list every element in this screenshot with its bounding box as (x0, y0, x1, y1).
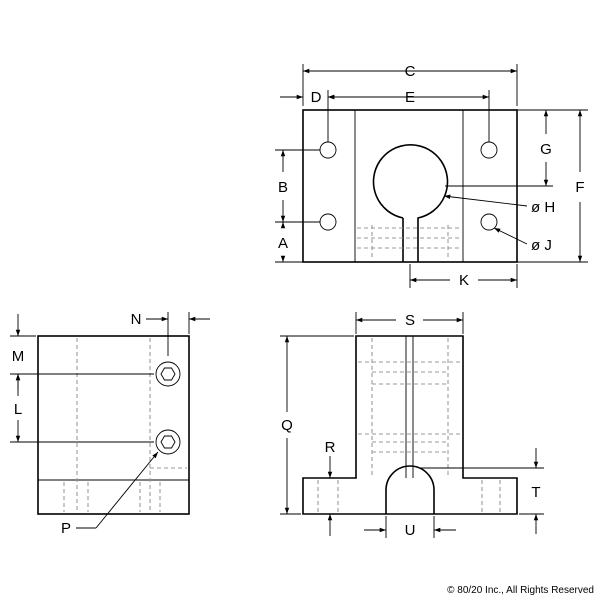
front-view (302, 335, 518, 515)
dimension-e (328, 90, 490, 142)
dimension-k (409, 264, 518, 288)
copyright-notice: © 80/20 Inc., All Rights Reserved (447, 585, 594, 596)
label-d: D (311, 89, 322, 106)
label-p: P (61, 520, 71, 537)
dimension-g (445, 109, 588, 187)
dimension-u (364, 516, 456, 538)
label-n: N (131, 311, 142, 328)
dimension-f (517, 110, 588, 263)
label-j: ø J (531, 237, 552, 254)
label-h: ø H (531, 199, 555, 216)
side-view (37, 335, 190, 515)
label-s: S (405, 312, 415, 329)
dimension-t (420, 448, 544, 534)
dimension-q (280, 335, 354, 515)
dimension-l (10, 374, 154, 443)
label-m: M (12, 348, 25, 365)
dimension-c (302, 64, 518, 106)
label-r: R (325, 439, 336, 456)
label-l: L (14, 401, 22, 418)
label-f: F (575, 179, 584, 196)
label-u: U (405, 522, 416, 539)
label-e: E (405, 89, 415, 106)
label-b: B (278, 179, 288, 196)
leader-j (493, 227, 528, 245)
top-view (302, 109, 518, 263)
leader-h (443, 194, 528, 207)
dimension-a (275, 222, 303, 263)
label-c: C (405, 63, 416, 80)
dimension-s (355, 312, 464, 334)
label-q: Q (281, 417, 293, 434)
label-k: K (459, 272, 469, 289)
label-t: T (531, 484, 540, 501)
leader-p (76, 451, 159, 529)
label-g: G (540, 141, 552, 158)
label-a: A (278, 235, 288, 252)
dimension-n (146, 312, 210, 356)
